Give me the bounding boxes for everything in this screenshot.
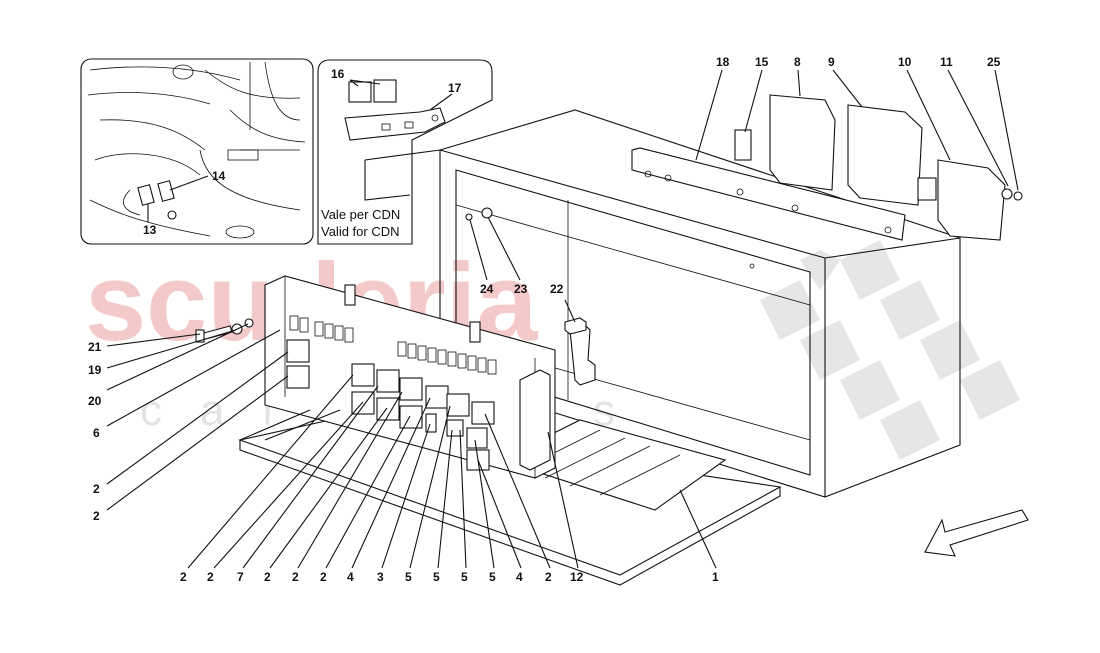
inset-car-interior: 14 13 [80,58,314,245]
fasteners [195,207,493,343]
label-4-a: 4 [347,570,354,584]
label-7: 7 [237,570,244,584]
label-22: 22 [550,282,564,296]
part-labels: 18 15 8 9 10 11 25 24 23 22 21 19 20 6 2… [88,55,1001,584]
direction-arrow-icon [924,509,1029,557]
label-2-bottom-b: 2 [207,570,214,584]
label-10: 10 [898,55,912,69]
label-19: 19 [88,363,102,377]
label-15: 15 [755,55,769,69]
label-6: 6 [93,426,100,440]
label-2-bottom-d: 2 [292,570,299,584]
label-11: 11 [940,55,953,69]
label-2-left-b: 2 [93,509,100,523]
label-2-bottom-e: 2 [320,570,327,584]
fuse-relay-panel [264,275,596,479]
label-18: 18 [716,55,730,69]
label-21: 21 [88,340,102,354]
label-5-c: 5 [461,570,468,584]
checkered-flag-watermark [760,240,1020,460]
label-5-a: 5 [405,570,412,584]
label-17: 17 [448,81,462,95]
label-3: 3 [377,570,384,584]
label-25: 25 [987,55,1001,69]
label-13: 13 [143,223,157,237]
leader-lines [106,69,1019,569]
label-1: 1 [712,570,719,584]
cdn-note-line1: Vale per CDN [321,207,400,222]
label-2-bottom-a: 2 [180,570,187,584]
label-9: 9 [828,55,835,69]
label-24: 24 [480,282,494,296]
label-14: 14 [212,169,226,183]
label-8: 8 [794,55,801,69]
label-12: 12 [570,570,584,584]
label-4-b: 4 [516,570,523,584]
label-23: 23 [514,282,528,296]
label-2-bottom-f: 2 [545,570,552,584]
label-2-left-a: 2 [93,482,100,496]
label-5-d: 5 [489,570,496,584]
inset-cdn-relays: 16 17 Vale per CDN Valid for CDN [317,59,493,245]
cdn-note-line2: Valid for CDN [321,224,400,239]
label-2-bottom-c: 2 [264,570,271,584]
label-5-b: 5 [433,570,440,584]
label-20: 20 [88,394,102,408]
relay-bracket [631,94,1023,241]
label-16: 16 [331,67,345,81]
